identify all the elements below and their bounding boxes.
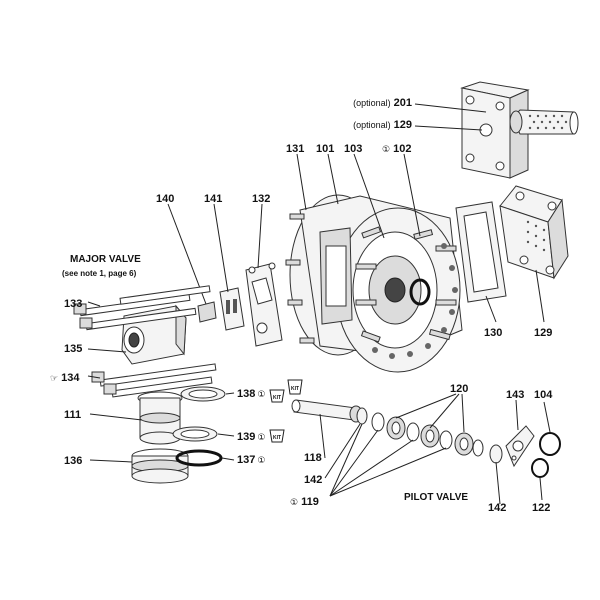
pilot-valve-heading: PILOT VALVE: [404, 492, 468, 503]
callout-118: 118: [304, 452, 322, 464]
main-housing: [285, 194, 463, 373]
seal-138: [180, 386, 226, 402]
callout-130: 130: [484, 327, 502, 339]
svg-text:(optional)201: (optional)201: [353, 97, 412, 109]
callout-140: 140: [156, 193, 174, 205]
kit-badge-icon: KIT: [287, 379, 303, 395]
callout-number: 129: [394, 119, 412, 131]
valve-block-129: [499, 185, 569, 280]
service-kit-circle-icon: ①: [257, 390, 265, 400]
callout-143: 143: [506, 389, 524, 401]
kit-badge-label: KIT: [273, 395, 281, 401]
callout-101: 101: [316, 143, 334, 155]
callout-number: 102: [393, 143, 411, 155]
callout-129: 129: [534, 327, 552, 339]
callout-136: 136: [64, 455, 82, 467]
kit-badge-label: KIT: [273, 435, 281, 441]
spool-111: [137, 391, 183, 445]
svg-text:☞134: ☞134: [50, 372, 80, 384]
kit-badge-label: KIT: [291, 386, 299, 392]
callout-111: 111: [64, 409, 81, 421]
callout-141: 141: [204, 193, 222, 205]
callout-103: 103: [344, 143, 362, 155]
kit-badge-icon: KIT: [269, 429, 285, 443]
gasket-132: [245, 262, 283, 347]
callout-131: 131: [286, 143, 304, 155]
optional-muffler: [509, 109, 579, 135]
callout-201: (optional)201: [353, 97, 412, 109]
screws-133: [73, 285, 211, 331]
pilot-shaft-118: [291, 399, 363, 423]
callout-104: 104: [534, 389, 553, 401]
oring-137: [175, 449, 223, 467]
valve-body-135: [121, 304, 187, 365]
plate-141: [219, 287, 245, 331]
callout-number: 119: [301, 496, 319, 508]
retainer-143: [505, 425, 535, 468]
callout-prefix: (optional): [353, 120, 391, 130]
callout-142-right: 142: [488, 502, 506, 514]
service-kit-circle-icon: ①: [382, 145, 390, 155]
service-kit-circle-icon: ①: [290, 498, 298, 508]
pad-140: [197, 301, 217, 323]
callout-135: 135: [64, 343, 82, 355]
callout-number: 201: [394, 97, 412, 109]
service-kit-circle-icon: ①: [257, 456, 265, 466]
callout-number: 139: [237, 431, 255, 443]
seal-stack-136: [131, 448, 189, 484]
callout-number: 134: [61, 372, 80, 384]
svg-text:(optional)129: (optional)129: [353, 119, 412, 131]
seal-139: [172, 426, 218, 442]
note-pointer-icon: ☞: [50, 374, 58, 384]
major-valve-heading: MAJOR VALVE: [70, 254, 141, 265]
major-valve-note: (see note 1, page 6): [62, 269, 137, 278]
callout-prefix: (optional): [353, 98, 391, 108]
snap-ring-104: [539, 432, 561, 456]
callout-132: 132: [252, 193, 270, 205]
service-kit-circle-icon: ①: [257, 433, 265, 443]
callout-122: 122: [532, 502, 550, 514]
gasket-130: [455, 201, 507, 303]
kit-badge-icon: KIT: [269, 389, 285, 403]
pilot-seals: [356, 407, 503, 464]
callout-129-optional: (optional)129: [353, 119, 412, 131]
callout-133: 133: [64, 298, 82, 310]
callout-number: 137: [237, 454, 255, 466]
callout-number: 138: [237, 388, 255, 400]
callout-134: ☞134: [50, 372, 80, 384]
snap-ring-122: [531, 458, 549, 478]
screws-134: [91, 363, 217, 398]
callout-120: 120: [450, 383, 468, 395]
callout-142-left: 142: [304, 474, 322, 486]
